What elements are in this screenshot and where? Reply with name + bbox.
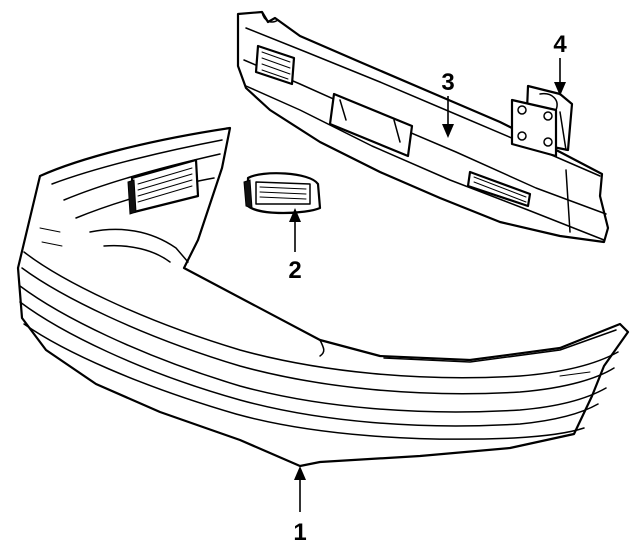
arrowhead-4 [554,82,566,96]
callout-1: 1 [293,466,307,546]
callout-label-3: 3 [441,69,454,96]
part-4-bracket [510,84,574,158]
callout-2: 2 [288,208,302,284]
callout-label-1: 1 [293,519,306,546]
callout-4: 4 [553,31,567,96]
callout-label-2: 2 [288,257,301,284]
callout-label-4: 4 [553,31,567,58]
part-2-marker-lamp [243,172,322,215]
arrowhead-2 [289,208,301,222]
arrowhead-1 [294,466,306,480]
part-1-bumper-cover [16,126,630,468]
arrowhead-3 [442,124,454,138]
part-3-energy-absorber [236,10,610,244]
callout-3: 3 [441,69,455,138]
